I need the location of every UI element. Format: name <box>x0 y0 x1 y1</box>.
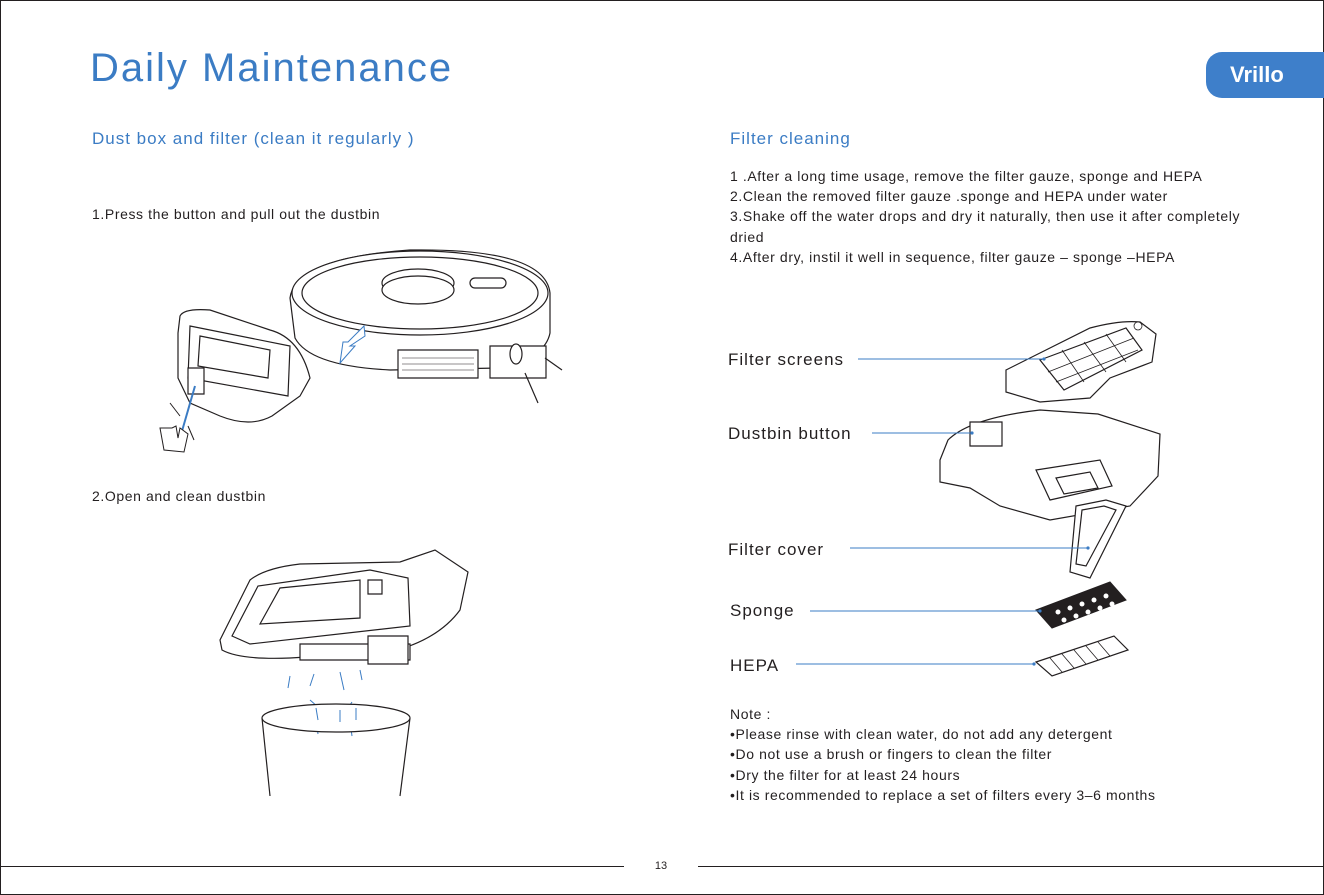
label-filter-screens: Filter screens <box>728 350 845 369</box>
label-sponge: Sponge <box>730 601 795 620</box>
label-filter-cover: Filter cover <box>728 540 825 559</box>
left-step-1: 1.Press the button and pull out the dust… <box>92 206 381 222</box>
left-step-2: 2.Open and clean dustbin <box>92 488 266 504</box>
note-item: •Please rinse with clean water, do not a… <box>730 726 1113 743</box>
filter-cleaning-heading: Filter cleaning <box>730 129 851 148</box>
footer-rule-left <box>0 866 624 867</box>
note-item: •It is recommended to replace a set of f… <box>730 786 1156 803</box>
page-number: 13 <box>654 860 668 872</box>
filter-step-1: 1 .After a long time usage, remove the f… <box>730 168 1203 184</box>
brand-logo: Vrillo <box>1206 52 1324 98</box>
robot-dustbin-illustration <box>150 238 570 458</box>
footer-rule-right <box>698 866 1324 867</box>
note-item: •Do not use a brush or fingers to clean … <box>730 746 1053 763</box>
note-title: Note : <box>730 706 771 722</box>
dust-box-heading: Dust box and filter (clean it regularly … <box>92 129 415 148</box>
filter-exploded-diagram <box>930 310 1170 690</box>
label-hepa: HEPA <box>730 656 780 675</box>
label-dustbin-button: Dustbin button <box>728 424 852 443</box>
filter-step-2: 2.Clean the removed filter gauze .sponge… <box>730 188 1168 205</box>
notes-block: Note : •Please rinse with clean water, d… <box>730 704 1156 805</box>
filter-steps: 1 .After a long time usage, remove the f… <box>730 166 1250 267</box>
note-item: •Dry the filter for at least 24 hours <box>730 766 961 783</box>
empty-dustbin-illustration <box>210 540 480 800</box>
filter-step-3: 3.Shake off the water drops and dry it n… <box>730 208 1241 245</box>
filter-step-4: 4.After dry, instil it well in sequence,… <box>730 248 1175 265</box>
page-title: Daily Maintenance <box>90 46 454 90</box>
